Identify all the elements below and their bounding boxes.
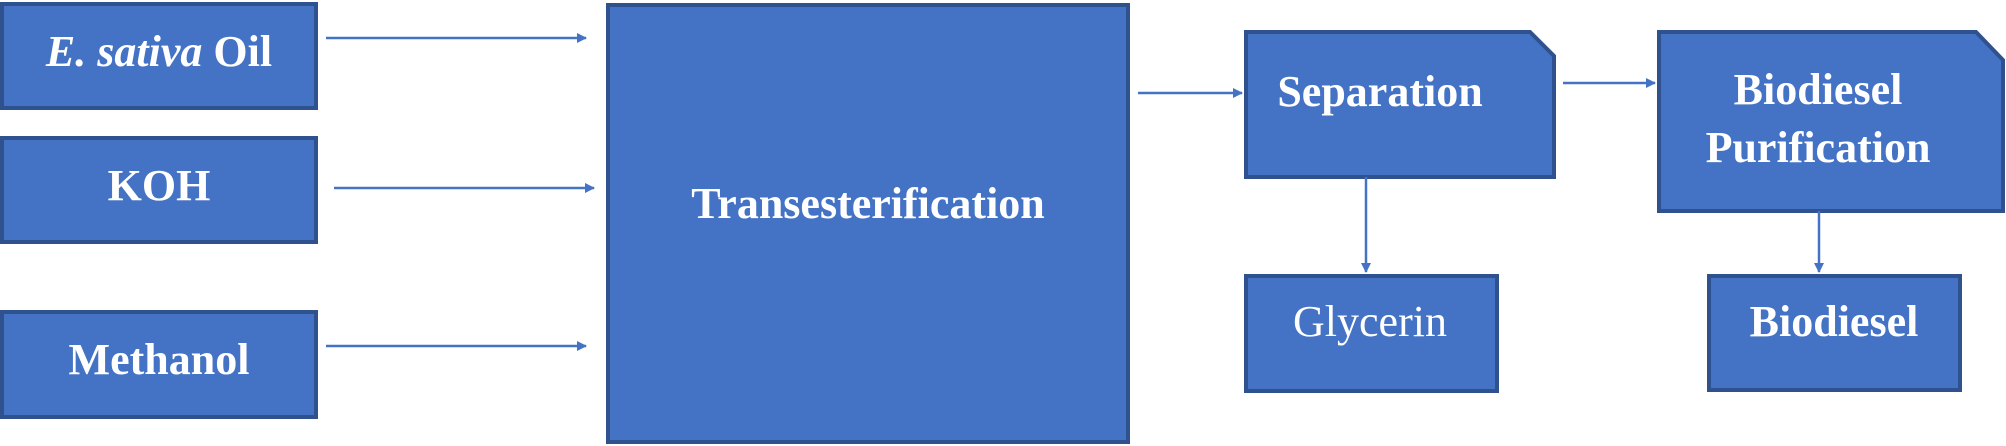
node-methanol: Methanol <box>0 310 318 419</box>
oil-label: Oil <box>202 27 272 76</box>
node-koh: KOH <box>0 136 318 244</box>
purification-label-line1: Biodiesel <box>1734 65 1903 114</box>
purification-label-line2: Purification <box>1706 123 1931 172</box>
koh-label: KOH <box>108 161 211 210</box>
node-biodiesel-purification: Biodiesel Purification <box>1657 30 2005 213</box>
node-glycerin: Glycerin <box>1244 274 1499 393</box>
node-separation: Separation <box>1244 30 1556 179</box>
separation-label: Separation <box>1277 67 1482 116</box>
oil-species-label: E. sativa <box>45 27 202 76</box>
node-biodiesel: Biodiesel <box>1707 274 1962 392</box>
glycerin-label: Glycerin <box>1293 297 1447 346</box>
svg-text:E. sativa Oil: E. sativa Oil <box>45 27 272 76</box>
methanol-label: Methanol <box>69 335 250 384</box>
node-transesterification: Transesterification <box>606 3 1130 444</box>
transesterification-label: Transesterification <box>691 179 1045 228</box>
biodiesel-label: Biodiesel <box>1750 297 1919 346</box>
node-oil: E. sativa Oil <box>0 2 318 110</box>
